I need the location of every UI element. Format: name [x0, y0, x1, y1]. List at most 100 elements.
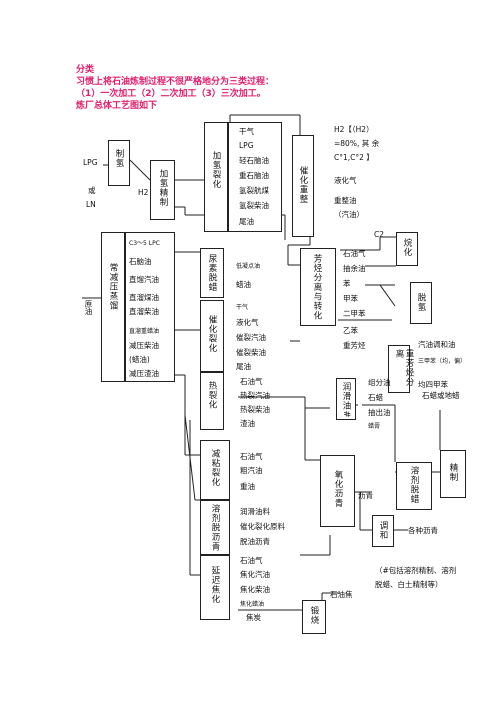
or-label: 或: [88, 186, 96, 195]
hydrotreat-unit-label: 加氢精制: [158, 169, 168, 207]
aromatics-unit-box: 芳烃分离与转化: [300, 248, 336, 326]
coking-unit-box: 延迟焦化: [200, 555, 230, 620]
lube-unit-box: 润滑油#: [336, 378, 356, 420]
lube-product-3: 蜡膏: [368, 423, 381, 430]
calcine-unit-label: 锻烧: [309, 606, 319, 625]
solvent-dewax-unit-box: 溶剂脱蜡: [396, 462, 432, 510]
arom-product-3: 甲苯: [343, 294, 358, 303]
wax-product-label: 石蜡或地蜡: [422, 391, 460, 400]
urea-dewax-unit-box: 尿素脱蜡: [200, 248, 224, 298]
reforming-note-line2: =80%, 其 余: [334, 139, 380, 148]
footnote-line1: （#包括溶剂精制、溶剂: [375, 566, 457, 575]
coking-unit-label: 延迟焦化: [210, 566, 220, 604]
hc-product-1: LPG: [239, 141, 254, 150]
atm-vac-unit-label: 常减压蒸馏: [108, 263, 118, 311]
hc-product-2: 轻石脑油: [239, 156, 269, 165]
fcc-unit-box: 催化裂化: [200, 300, 224, 372]
heavy-arom-unit-box: 重芳烃分离: [388, 345, 414, 393]
fcc-product-1: 液化气: [236, 318, 259, 327]
arom-product-5: 乙苯: [343, 326, 358, 335]
vac-residue-label: 减压渣油: [129, 369, 159, 378]
urea-product-1: 蜡油: [236, 280, 251, 289]
reform-product-1: 重整油: [334, 196, 357, 205]
reform-product-2: （汽油）: [334, 210, 364, 219]
c3-lpg-label: C3～5 LPC: [129, 240, 160, 247]
hydrocrack-products-box: 干气 LPG 轻石脑油 重石脑油 氢裂航煤 氢裂柴油 尾油: [228, 122, 282, 232]
hydrotreat-unit-box: 加氢精制: [150, 160, 175, 220]
coke-label: 石油焦: [330, 590, 353, 599]
oxidize-unit-box: 氧化沥青: [320, 455, 355, 527]
heavy-arom-product-2: 均四甲苯: [418, 380, 448, 389]
urea-dewax-unit-label: 尿素脱蜡: [207, 254, 217, 292]
coking-product-4: 焦炭: [246, 613, 261, 622]
thermal-unit-label: 热裂化: [207, 381, 217, 410]
h2-label: H2: [138, 188, 149, 197]
reforming-unit-box: 催化重整: [292, 135, 314, 237]
visbreak-product-2: 重油: [240, 482, 255, 491]
lube-product-2: 抽出油: [368, 408, 391, 417]
oxidize-unit-label: 氧化沥青: [333, 470, 343, 508]
heavy-arom-product-1: 三甲苯（均，偏）: [418, 358, 467, 365]
blend-unit-box: 调和: [372, 515, 394, 547]
lpg-input-label: LPG: [83, 158, 98, 167]
solvent-dewax-unit-label: 溶剂脱蜡: [409, 466, 419, 504]
thermal-product-1: 热裂汽油: [240, 391, 270, 400]
ln-input-label: LN: [86, 200, 96, 209]
atm-vac-unit-box: 常减压蒸馏: [101, 232, 125, 382]
isomer-unit-box: 烷化: [396, 232, 418, 266]
hc-product-4: 氢裂航煤: [239, 186, 269, 195]
coking-product-3: 焦化蜡油: [240, 601, 265, 608]
coking-product-1: 焦化汽油: [240, 570, 270, 579]
aromatics-unit-label: 芳烃分离与转化: [312, 254, 322, 321]
solvent-deasph-unit-box: 溶剂脱沥青: [200, 500, 230, 555]
reforming-note-line3: C°1,C°2 】: [334, 153, 374, 162]
vac-diesel-label: 减压柴油: [129, 341, 159, 350]
wax-oil-label: (蜡油): [129, 355, 150, 364]
solvent-deasph-unit-label: 溶剂脱沥青: [210, 504, 220, 552]
reforming-note-line1: H2【（H2）: [334, 125, 374, 134]
deasph-product-1: 催化裂化原料: [240, 522, 285, 531]
heavy-arom-product-0: 汽油调和油: [418, 340, 456, 349]
urea-product-0: 低凝点油: [236, 263, 261, 270]
hydrogen-unit-box: 制氢: [108, 140, 130, 186]
visbreak-product-0: 石油气: [240, 452, 263, 461]
arom-product-0: 石油气: [343, 249, 366, 258]
coking-product-2: 焦化柴油: [240, 585, 270, 594]
arom-product-2: 苯: [343, 279, 351, 288]
fcc-product-3: 催裂柴油: [236, 348, 266, 357]
thermal-unit-box: 热裂化: [200, 372, 224, 430]
c2-label: C2: [374, 230, 385, 239]
hc-product-0: 干气: [239, 127, 254, 136]
coking-product-0: 石油气: [240, 556, 263, 565]
fcc-unit-label: 催化裂化: [207, 315, 217, 353]
intro-line3: 炼厂总体工艺图如下: [76, 101, 158, 111]
refine-unit-box: 精制: [440, 450, 466, 498]
all-asphalt-label: 各种沥青: [408, 526, 438, 535]
intro-title: 分类: [76, 65, 95, 75]
arom-product-6: 重芳烃: [343, 341, 366, 350]
straight-diesel-label: 直溜柴油: [129, 307, 159, 316]
straight-gasoline-label: 直馏汽油: [129, 275, 159, 284]
lube-unit-label: 润滑油#: [341, 382, 351, 419]
intro-line1: 习惯上将石油炼制过程不很严格地分为三类过程：: [76, 77, 275, 87]
straight-kerosene-label: 直溜煤油: [129, 293, 159, 302]
dealkyl-unit-box: 脱氢: [410, 282, 432, 324]
hc-product-3: 重石脑油: [239, 171, 269, 180]
blend-unit-label: 调和: [378, 521, 388, 540]
isomer-unit-label: 烷化: [402, 238, 412, 257]
footnote-line2: 脱蜡、白土精制等）: [375, 580, 443, 589]
crude-oil-label: 原油: [84, 300, 93, 315]
visbreak-product-1: 粗汽油: [240, 466, 263, 475]
arom-product-4: 二甲苯: [343, 309, 366, 318]
lube-product-0: 组分油: [368, 378, 391, 387]
naphtha-label: 石脑油: [129, 257, 152, 266]
distill-products-box: C3～5 LPC 石脑油 直馏汽油 直溜煤油 直溜柴油 直溜重蜡油 减压柴油 (…: [125, 232, 175, 382]
reforming-unit-label: 催化重整: [298, 166, 308, 204]
thermal-product-3: 渣油: [240, 419, 255, 428]
hc-product-6: 尾油: [239, 217, 254, 226]
deasph-product-2: 脱油沥青: [240, 537, 270, 546]
calcine-unit-box: 锻烧: [302, 600, 326, 634]
deasph-product-0: 润滑油料: [240, 507, 270, 516]
visbreak-unit-box: 减粘裂化: [200, 440, 230, 500]
